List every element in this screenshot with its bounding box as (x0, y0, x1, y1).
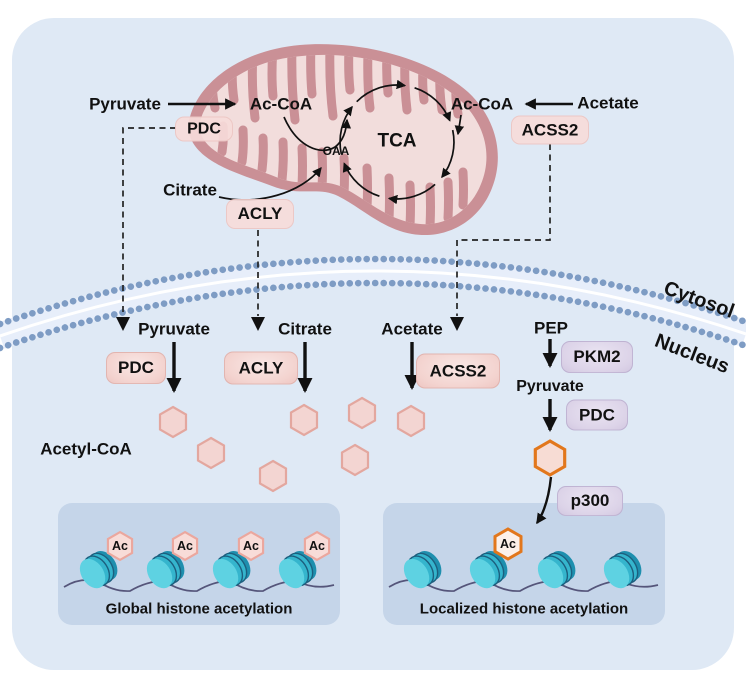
global-panel-title: Global histone acetylation (105, 600, 293, 618)
ac-tag-label: Ac (112, 538, 128, 553)
nucleus-solid-arrows (166, 339, 558, 432)
p300-pill: p300 (557, 486, 623, 516)
panel-localized-histone-acetylation (383, 503, 665, 625)
cristae (207, 54, 468, 225)
tca-cycle-arrows (339, 79, 455, 205)
oaa-label: OAA (322, 144, 350, 158)
ac-tag-label: Ac (177, 538, 193, 553)
dashed-route-arrowheads (116, 317, 464, 331)
dashed-export-routes (122, 127, 551, 316)
acss2-mito-pill: ACSS2 (511, 115, 589, 145)
pyruvate-pep-label: Pyruvate (516, 378, 584, 395)
acetyl-coa-hexagons (158, 396, 426, 493)
pep-label: PEP (533, 318, 569, 338)
acetyl-coa-label: Acetyl-CoA (40, 439, 132, 459)
accoa-to-oaa-arrow (283, 116, 352, 152)
ac-tag-label-localized: Ac (500, 536, 516, 551)
pdc-mito-pill: PDC (175, 116, 233, 142)
acss2-nucleus-pill: ACSS2 (416, 353, 500, 389)
membrane-outer-leaflet (0, 255, 746, 328)
citrate-top-label: Citrate (163, 180, 217, 200)
nuclear-membrane (0, 255, 746, 352)
localized-panel-title: Localized histone acetylation (419, 600, 629, 618)
acss2-export-route (456, 144, 551, 316)
citrate-nucleus-label: Citrate (278, 319, 332, 339)
pep-derived-acetylcoa-hexagon (533, 439, 567, 477)
pyruvate-nucleus-label: Pyruvate (138, 319, 210, 339)
pyruvate-top-label: Pyruvate (89, 94, 161, 114)
acly-nucleus-pill: ACLY (224, 351, 298, 385)
ac-tag-label: Ac (309, 538, 325, 553)
pkm2-pill: PKM2 (561, 341, 633, 373)
accoa-right-into-tca-arrow (454, 114, 465, 136)
acetate-top-label: Acetate (577, 93, 639, 113)
accoa-left-label: Ac-CoA (249, 94, 313, 114)
mitochondrion (188, 44, 498, 236)
tca-label: TCA (377, 130, 417, 152)
pdc-nucleus-pill: PDC (106, 352, 166, 384)
accoa-right-label: Ac-CoA (450, 94, 514, 114)
ac-tag-label: Ac (243, 538, 259, 553)
panel-global-histone-acetylation (58, 503, 340, 625)
pdc-pep-pill: PDC (566, 399, 628, 431)
membrane-inner-leaflet (0, 279, 746, 352)
acetate-nucleus-label: Acetate (381, 319, 443, 339)
pdc-export-route (122, 127, 176, 316)
acly-mito-pill: ACLY (226, 199, 294, 229)
p300-curved-arrow (535, 476, 553, 525)
